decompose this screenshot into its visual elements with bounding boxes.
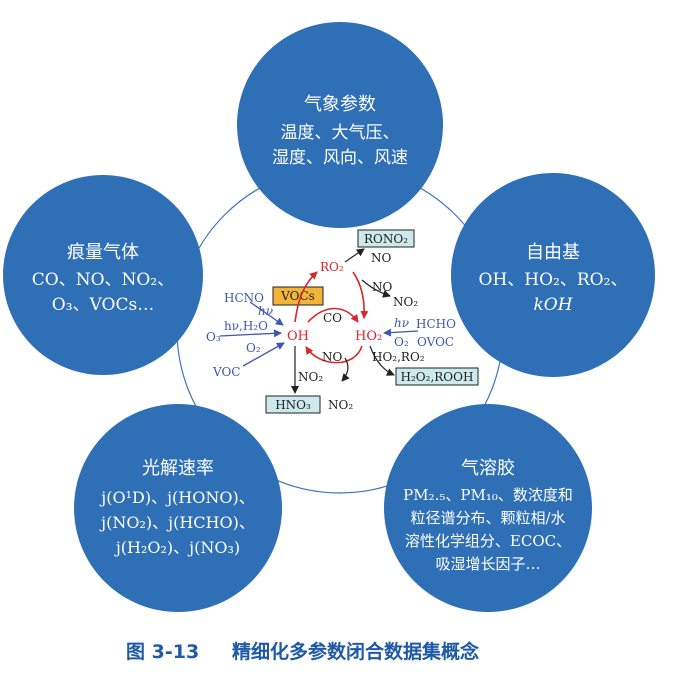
arrow-ro2-no2 [361, 279, 391, 298]
node-line: j(H₂O₂)、j(NO₃) [114, 538, 240, 557]
node-circle-aerosol [384, 404, 592, 612]
arrow-voc-oh [242, 342, 285, 367]
arrow-ho2-peroxide [369, 345, 395, 376]
o3-label: O₃ [206, 330, 221, 344]
figure-caption-label: 图 3-13 [126, 641, 199, 663]
node-title: 痕量气体 [67, 242, 139, 263]
node-line: 吸湿增长因子… [435, 555, 540, 573]
ho2-label: HO₂ [355, 329, 382, 344]
hcno-label: HCNO [224, 291, 264, 305]
hno3-box [265, 395, 321, 414]
vocs-label: VOCs [280, 289, 315, 303]
node-line: 溶性化学组分、ECOC、 [405, 532, 571, 550]
node-circle-meteorology [237, 22, 443, 228]
o2-label: O₂ [394, 335, 409, 349]
hno3-label: HNO₃ [275, 398, 311, 412]
hv-label: hν [258, 304, 273, 318]
no-label: NO [372, 280, 393, 294]
node-line: 温度、大气压、 [281, 123, 400, 143]
arrow-ro2-rono2 [344, 248, 365, 263]
arrow-ho2-oh [305, 345, 363, 364]
arrow-o3-oh [219, 329, 282, 338]
ho2-ro2-label: HO₂,RO₂ [372, 350, 425, 364]
node-line: kOH [533, 295, 573, 315]
arrow-no-no2 [341, 357, 350, 382]
no2-label: NO₂ [328, 398, 353, 412]
node-line: 粒径谱分布、颗粒相/水 [410, 509, 565, 527]
no-label: NO [322, 350, 343, 364]
arrow-ro2-ho2 [352, 271, 369, 319]
node-circle-radicals [451, 173, 655, 377]
arrow-oh-ro2 [294, 271, 318, 323]
no2-label: NO₂ [393, 295, 418, 309]
arrow-hcho-ho2 [383, 328, 419, 337]
no2-label: NO₂ [298, 370, 323, 384]
rono2-box [357, 229, 415, 248]
hv-h2o-label: hν,H₂O [224, 319, 268, 333]
voc-label: VOC [212, 365, 240, 379]
arrow-oh-ho2 [307, 307, 359, 323]
hcho-label: HCHO [416, 317, 456, 331]
no-label: NO [371, 251, 392, 265]
node-circle-trace-gas [3, 175, 203, 375]
rono2-label: RONO₂ [364, 232, 408, 246]
node-title: 气溶胶 [461, 458, 515, 479]
ro2-label: RO₂ [320, 260, 344, 274]
arrow-hcno-oh [249, 301, 284, 326]
node-line: j(NO₂)、j(HCHO)、 [99, 513, 255, 532]
node-circle-photolysis [74, 404, 282, 612]
figure-caption-text: 精细化多参数闭合数据集概念 [232, 640, 479, 663]
o2-label: O₂ [246, 341, 261, 355]
node-title: 自由基 [526, 242, 580, 263]
node-line: O₃、VOCs… [52, 295, 154, 315]
ovoc-label: OVOC [417, 335, 454, 349]
hv-label: hν [394, 316, 409, 330]
h2o2-box [395, 367, 479, 386]
node-title: 气象参数 [304, 94, 376, 115]
node-line: j(O¹D)、j(HONO)、 [99, 488, 254, 507]
node-line: CO、NO、NO₂、 [32, 270, 174, 290]
node-line: PM₂.₅、PM₁₀、数浓度和 [403, 486, 573, 504]
co-label: CO [323, 311, 342, 325]
node-line: OH、HO₂、RO₂、 [479, 270, 628, 290]
h2o2-label: H₂O₂,ROOH [401, 370, 474, 384]
oh-label: OH [287, 329, 309, 344]
node-line: 湿度、风向、风速 [272, 148, 408, 168]
node-title: 光解速率 [142, 458, 214, 479]
